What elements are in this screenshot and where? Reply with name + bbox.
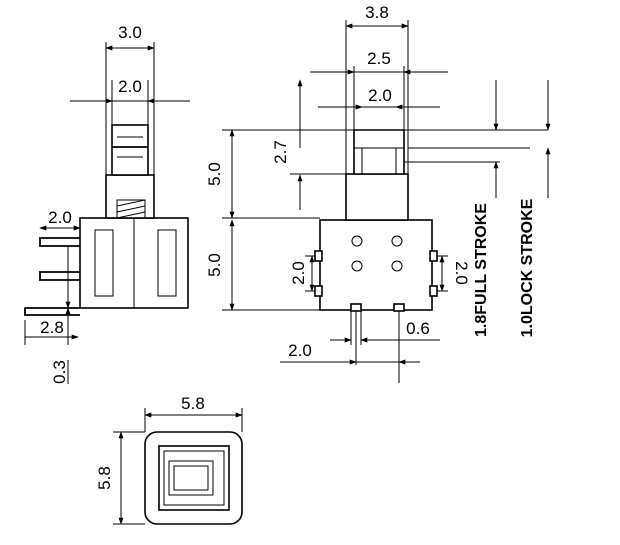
- side-actuator: [111, 124, 149, 176]
- dim-front-width-actuator: 2.5: [367, 49, 391, 68]
- dim-front-height-upper: 5.0: [205, 162, 224, 186]
- dim-side-pin-length: 2.0: [48, 208, 72, 227]
- contact-circle: [391, 260, 403, 272]
- side-slot-left: [94, 229, 114, 297]
- dim-side-width-top: 3.0: [118, 23, 142, 42]
- lock-stroke-label: 1.0LOCK STROKE: [519, 198, 536, 337]
- contact-circle: [351, 235, 363, 247]
- side-pin-bottom: [24, 307, 80, 316]
- dim-front-pitch-left: 2.0: [289, 261, 308, 285]
- dim-top-height: 5.8: [95, 466, 114, 490]
- side-stem-housing: [105, 174, 155, 219]
- dim-front-pin-spacing: 2.0: [288, 341, 312, 360]
- dim-side-width-actuator: 2.0: [118, 77, 142, 96]
- top-actuator-outer: [158, 445, 230, 511]
- side-slot-right: [157, 229, 177, 297]
- dim-side-pin-pitch: 2.8: [40, 318, 64, 337]
- front-tab: [429, 250, 438, 262]
- front-upper-housing: [345, 173, 409, 221]
- dim-front-width-inner: 2.0: [368, 86, 392, 105]
- front-tab: [314, 285, 323, 297]
- top-view: 5.8 5.8: [95, 394, 243, 525]
- side-pin-top: [39, 237, 80, 247]
- front-pin: [350, 303, 362, 312]
- front-view: 3.8 2.5 2.0 2.7 5.0 5.0 2.0: [205, 3, 551, 383]
- front-tab: [429, 285, 438, 297]
- top-actuator-inner: [168, 460, 214, 496]
- side-pin-mid: [39, 271, 80, 281]
- dim-top-width: 5.8: [181, 394, 205, 413]
- dim-front-pin-width: 0.6: [406, 319, 430, 338]
- dim-front-height-actuator: 2.7: [271, 140, 290, 164]
- dim-front-width-body: 3.8: [365, 3, 389, 22]
- side-view: 3.0 2.0 2.0 2.8 0.3: [24, 23, 190, 384]
- dim-side-pin-thickness: 0.3: [50, 360, 69, 384]
- contact-circle: [351, 260, 363, 272]
- contact-circle: [391, 235, 403, 247]
- front-lower-body: [319, 219, 433, 311]
- front-pin: [393, 303, 405, 312]
- dim-front-pitch-right: 2.0: [452, 261, 471, 285]
- dim-front-height-lower: 5.0: [205, 253, 224, 277]
- front-tab: [314, 250, 323, 262]
- full-stroke-label: 1.8FULL STROKE: [473, 203, 490, 337]
